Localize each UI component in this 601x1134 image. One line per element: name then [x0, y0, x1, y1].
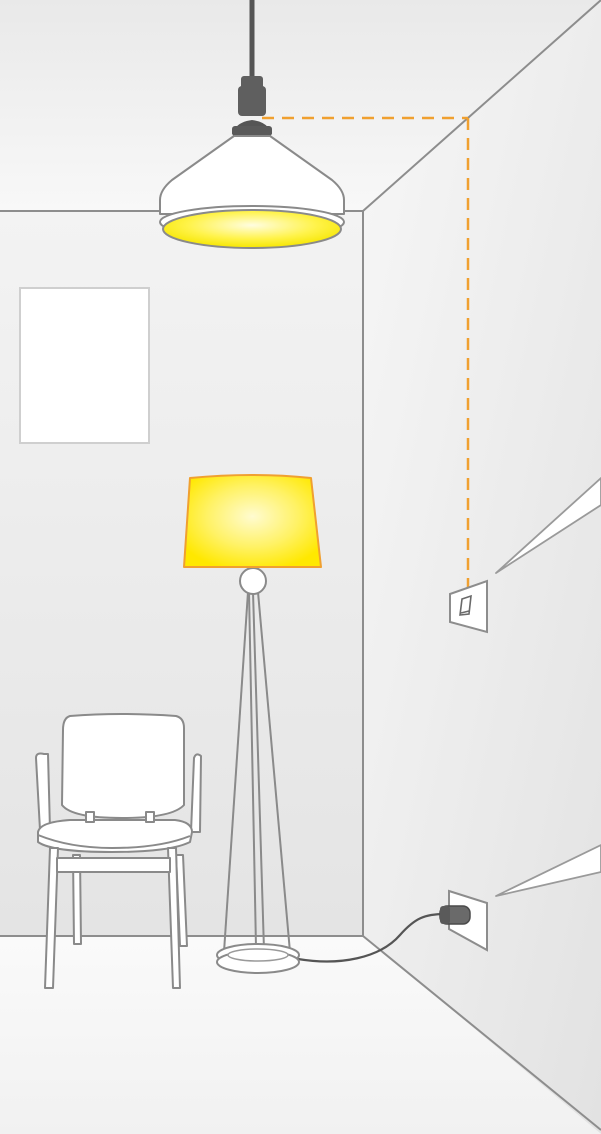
plug-icon [440, 906, 470, 924]
picture-frame-icon [20, 288, 149, 443]
